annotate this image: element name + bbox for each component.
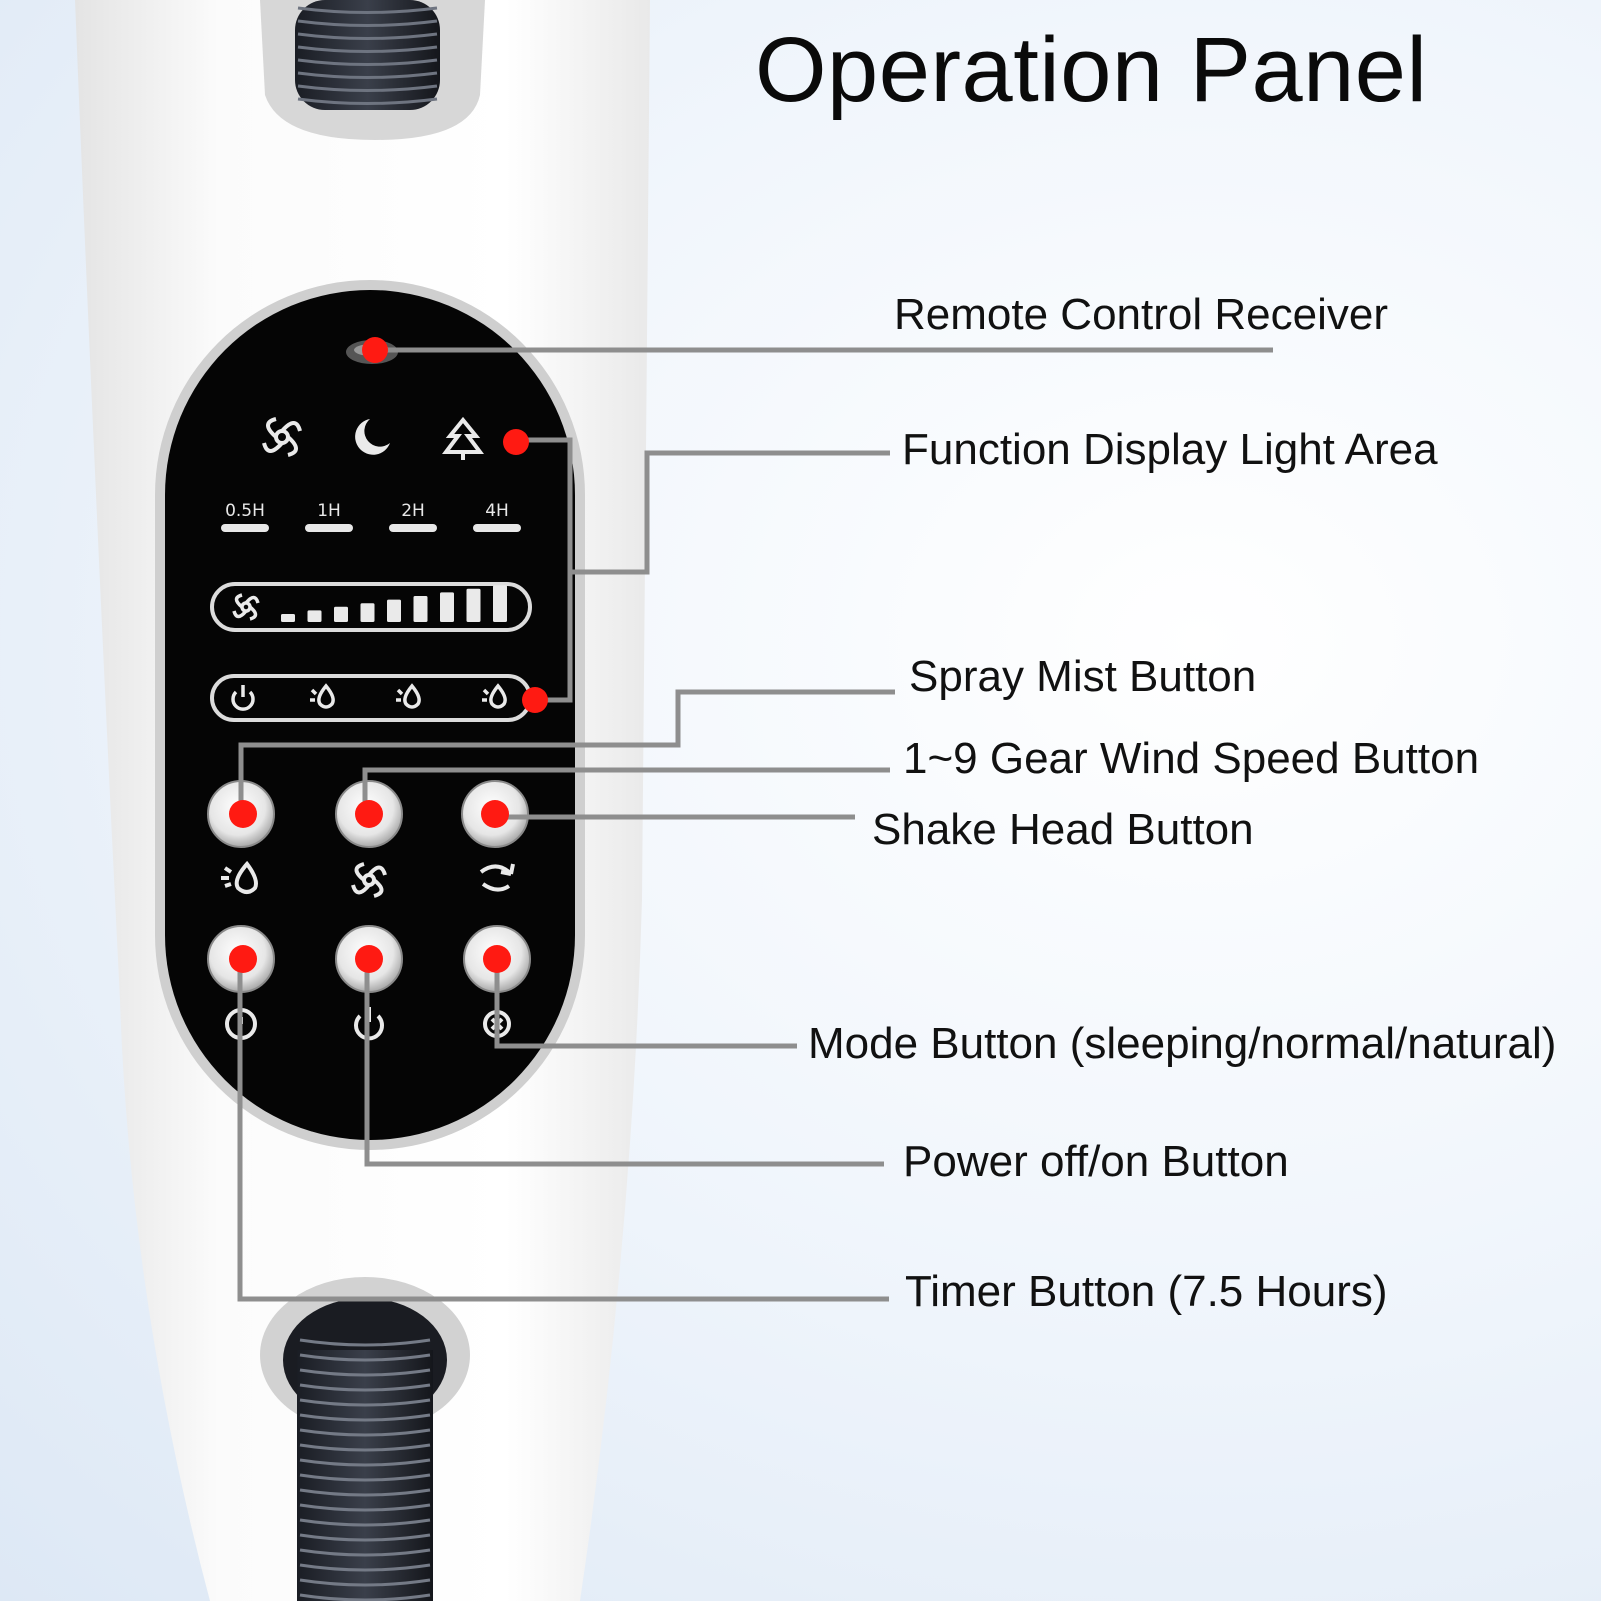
timer-indicator-label: 0.5H [225,501,265,521]
timer-indicator-label: 1H [317,501,341,521]
leader-function-display-join [570,450,890,575]
wind-speed-level-segment [440,592,454,622]
wind-speed-icon [351,862,387,898]
natural-mode-indicator-icon [442,416,484,460]
timer-indicator-bar [389,524,437,532]
label-power-button: Power off/on Button [903,1137,1289,1186]
label-timer-button: Timer Button (7.5 Hours) [905,1267,1388,1316]
wind-speed-level-segment [281,614,295,622]
wind-speed-level-segment [413,596,428,622]
shake-head-icon [479,863,515,892]
wind-speed-level-segment [387,599,401,622]
page-title: Operation Panel [755,19,1428,121]
leader-power [364,959,884,1167]
wind-speed-fan-icon [232,593,260,621]
spray-mist-icon [221,860,258,894]
timer-indicator-bar [305,524,353,532]
leader-mode [494,959,797,1049]
marker-power [355,945,383,973]
timer-indicator-label: 2H [401,501,425,521]
timer-indicator-label: 4H [485,501,509,521]
label-wind-speed-button: 1~9 Gear Wind Speed Button [903,734,1480,783]
marker-wind-speed [355,800,383,828]
power-indicator-icon [231,685,255,711]
marker-timer [229,945,257,973]
upper-hose [260,0,485,140]
mist-level-2-icon [396,683,421,709]
wind-speed-level-segment [334,606,348,622]
label-function-display-light-area: Function Display Light Area [902,425,1438,474]
control-panel: 0.5H 1H 2H 4H [155,280,585,1150]
wind-speed-level-bar [210,582,532,632]
callout-markers [229,337,548,973]
leader-wind-speed [362,767,890,808]
marker-shake-head [481,800,509,828]
marker-function-display-bottom [522,687,548,713]
marker-remote-receiver [362,337,388,363]
leader-timer [237,959,889,1302]
label-remote-control-receiver: Remote Control Receiver [894,290,1388,339]
wind-speed-level-segment [307,610,322,622]
mist-level-1-icon [310,683,335,709]
leader-spray-mist [238,689,895,808]
timer-indicator-bar [221,524,269,532]
label-spray-mist-button: Spray Mist Button [909,652,1257,701]
wind-speed-level-segment [466,588,481,622]
marker-mode [483,945,511,973]
wind-speed-level-segment [493,585,507,622]
leader-lines [237,347,1273,1302]
timer-indicator-bar [473,524,521,532]
mist-level-3-icon [482,683,507,709]
sleep-mode-indicator-icon [355,419,390,455]
wind-speed-level-segment [360,603,375,622]
marker-function-display-top [503,429,529,455]
label-shake-head-button: Shake Head Button [872,805,1254,854]
marker-spray-mist [229,800,257,828]
label-mode-button: Mode Button (sleeping/normal/natural) [808,1019,1557,1068]
normal-mode-indicator-icon [262,417,302,457]
lower-hose [260,1277,470,1601]
